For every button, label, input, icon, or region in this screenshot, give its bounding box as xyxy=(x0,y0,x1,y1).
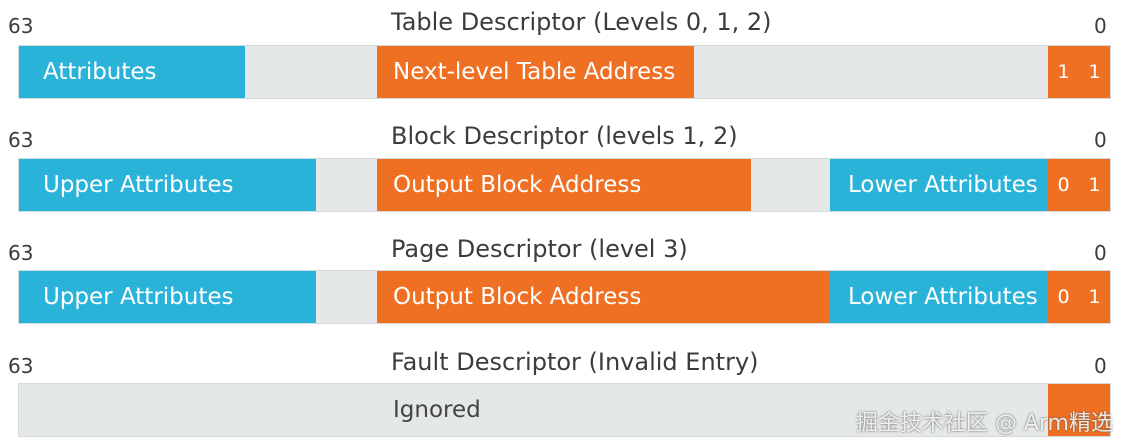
output-block-address-field: Output Block Address xyxy=(377,271,830,323)
descriptor-title: Page Descriptor (level 3) xyxy=(391,235,688,263)
low-bit-label: 0 xyxy=(1094,241,1107,265)
upper-attributes-field: Upper Attributes xyxy=(19,159,316,211)
output-block-address-field: Output Block Address xyxy=(377,159,751,211)
lower-attributes-label: Lower Attributes xyxy=(848,284,1038,310)
descriptor-title: Table Descriptor (Levels 0, 1, 2) xyxy=(391,8,772,36)
upper-attributes-field: Upper Attributes xyxy=(19,271,316,323)
output-block-address-label: Output Block Address xyxy=(393,284,642,310)
low-bit-label: 0 xyxy=(1094,354,1107,378)
high-bit-label: 63 xyxy=(8,14,34,38)
ignored-field: Ignored xyxy=(393,384,481,436)
bit-1: 1 xyxy=(1057,61,1070,83)
lower-attributes-field: Lower Attributes xyxy=(830,271,1050,323)
descriptor-title: Fault Descriptor (Invalid Entry) xyxy=(391,348,759,376)
type-bits: 1 1 xyxy=(1048,46,1110,98)
low-bit-label: 0 xyxy=(1094,14,1107,38)
bit-1: 0 xyxy=(1057,286,1070,308)
ignored-label: Ignored xyxy=(393,397,481,423)
descriptor-title: Block Descriptor (levels 1, 2) xyxy=(391,122,738,150)
bit-0: 1 xyxy=(1088,174,1101,196)
descriptor-bar: Upper Attributes Output Block Address Lo… xyxy=(18,158,1111,212)
type-bits xyxy=(1048,384,1110,436)
lower-attributes-field: Lower Attributes xyxy=(830,159,1050,211)
upper-attributes-label: Upper Attributes xyxy=(43,172,234,198)
attributes-field: Attributes xyxy=(19,46,245,98)
high-bit-label: 63 xyxy=(8,128,34,152)
type-bits: 0 1 xyxy=(1048,159,1110,211)
next-level-table-address-label: Next-level Table Address xyxy=(393,59,676,85)
bit-0: 1 xyxy=(1088,61,1101,83)
type-bits: 0 1 xyxy=(1048,271,1110,323)
high-bit-label: 63 xyxy=(8,241,34,265)
low-bit-label: 0 xyxy=(1094,128,1107,152)
output-block-address-label: Output Block Address xyxy=(393,172,642,198)
high-bit-label: 63 xyxy=(8,354,34,378)
bit-0: 1 xyxy=(1088,286,1101,308)
descriptor-bar: Attributes Next-level Table Address 1 1 xyxy=(18,45,1111,99)
watermark: 掘金技术社区 @ Arm精选 xyxy=(855,411,1113,436)
descriptor-bar: Ignored xyxy=(18,383,1111,437)
attributes-label: Attributes xyxy=(43,59,157,85)
bit-1: 0 xyxy=(1057,174,1070,196)
descriptor-bar: Upper Attributes Output Block Address Lo… xyxy=(18,270,1111,324)
next-level-table-address-field: Next-level Table Address xyxy=(377,46,694,98)
lower-attributes-label: Lower Attributes xyxy=(848,172,1038,198)
upper-attributes-label: Upper Attributes xyxy=(43,284,234,310)
